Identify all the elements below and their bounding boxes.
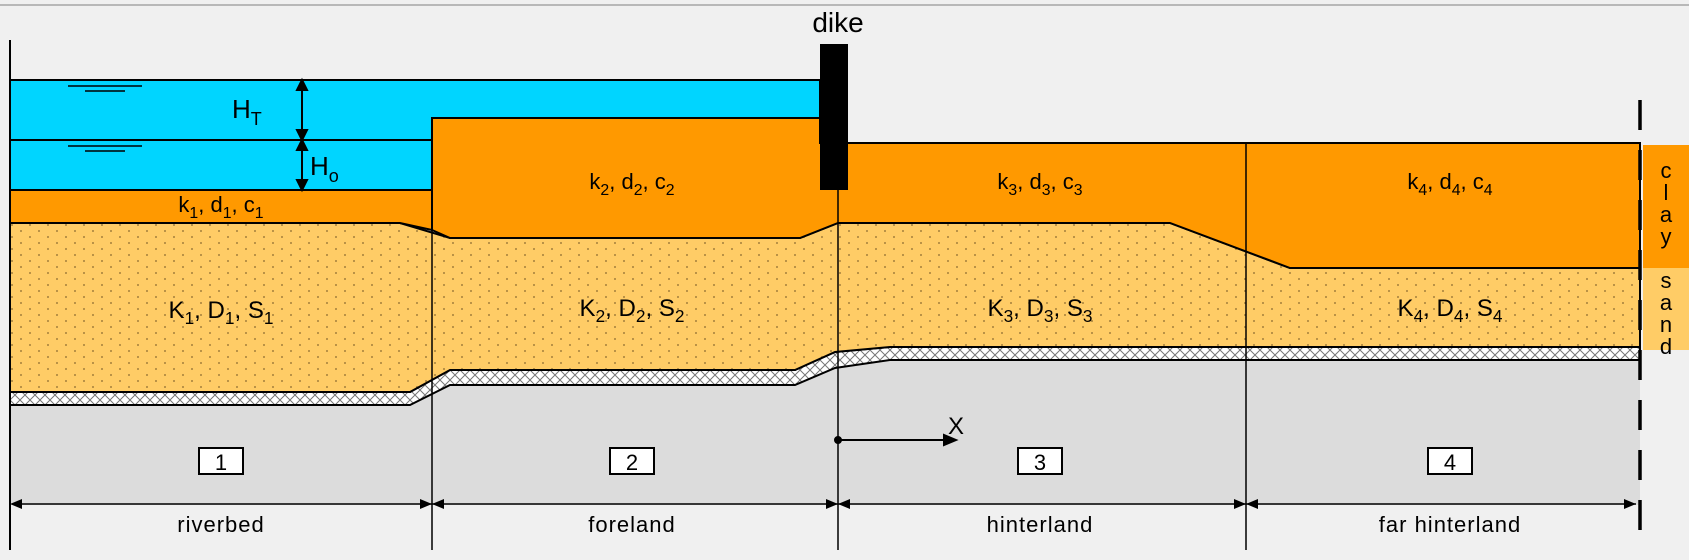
zone-number-box-4 <box>1427 447 1473 475</box>
sand-params-zone-3: K3, D3, S3 <box>988 295 1093 326</box>
legend-clay-letter: l <box>1664 180 1669 205</box>
clay-params-zone-2: k2, d2, c2 <box>589 169 674 199</box>
zone-number-box-2 <box>609 447 655 475</box>
zone-number-1: 1 <box>215 450 227 475</box>
zone-number-box-3 <box>1017 447 1063 475</box>
dike-label: dike <box>812 7 863 38</box>
water-level-bottom-arrow <box>295 137 309 193</box>
zone-number-3: 3 <box>1034 450 1046 475</box>
clay-params-zone-3: k3, d3, c3 <box>997 169 1082 199</box>
x-axis-arrow <box>834 433 959 447</box>
clay-params-zone-1: k1, d1, c1 <box>178 192 263 222</box>
legend-sand-letter: n <box>1660 312 1672 337</box>
zone-number-2: 2 <box>626 450 638 475</box>
dimension-arrowhead <box>1246 499 1258 509</box>
base-layer <box>10 360 1640 505</box>
legend-clay-letter: a <box>1660 202 1673 227</box>
sand-params-zone-2: K2, D2, S2 <box>580 295 685 326</box>
zone-name-4: far hinterland <box>1379 512 1521 537</box>
legend-clay-swatch <box>1643 145 1689 268</box>
clay-params-zone-4: k4, d4, c4 <box>1407 169 1492 199</box>
legend-sand-swatch <box>1643 268 1689 350</box>
legend-clay-letter: y <box>1661 224 1672 249</box>
zone-number-box-1 <box>198 447 244 475</box>
legend-clay-letter: c <box>1661 158 1672 183</box>
dimension-arrowhead <box>838 499 850 509</box>
dimension-arrowhead <box>432 499 444 509</box>
water-level-symbol-bottom <box>68 145 142 152</box>
zone-name-3: hinterland <box>987 512 1094 537</box>
zone-number-4: 4 <box>1444 450 1456 475</box>
zone-name-1: riverbed <box>177 512 264 537</box>
zone-name-2: foreland <box>588 512 676 537</box>
dike-wall <box>820 44 848 190</box>
dimension-arrowhead <box>1234 499 1246 509</box>
sand-params-zone-4: K4, D4, S4 <box>1398 295 1503 326</box>
water-level-bottom-label: Ho <box>310 151 339 186</box>
water-level-symbol-top <box>68 85 142 92</box>
sand-params-zone-1: K1, D1, S1 <box>169 297 274 328</box>
x-axis-label: X <box>948 413 964 440</box>
dimension-arrowhead <box>826 499 838 509</box>
water-level-top-arrow <box>295 77 309 143</box>
legend-sand-letter: s <box>1661 268 1672 293</box>
legend-sand-letter: d <box>1660 334 1672 359</box>
zone-labels: k1, d1, c1 K1, D1, S1 1 riverbed k2, d2, c2 K… <box>169 169 1521 537</box>
legend-sand-letter: a <box>1660 290 1673 315</box>
water-level-top-label: HT <box>232 94 262 129</box>
dimension-arrows <box>10 499 1636 509</box>
dimension-arrowhead <box>10 499 22 509</box>
dimension-arrowhead <box>1624 499 1636 509</box>
dimension-arrowhead <box>420 499 432 509</box>
